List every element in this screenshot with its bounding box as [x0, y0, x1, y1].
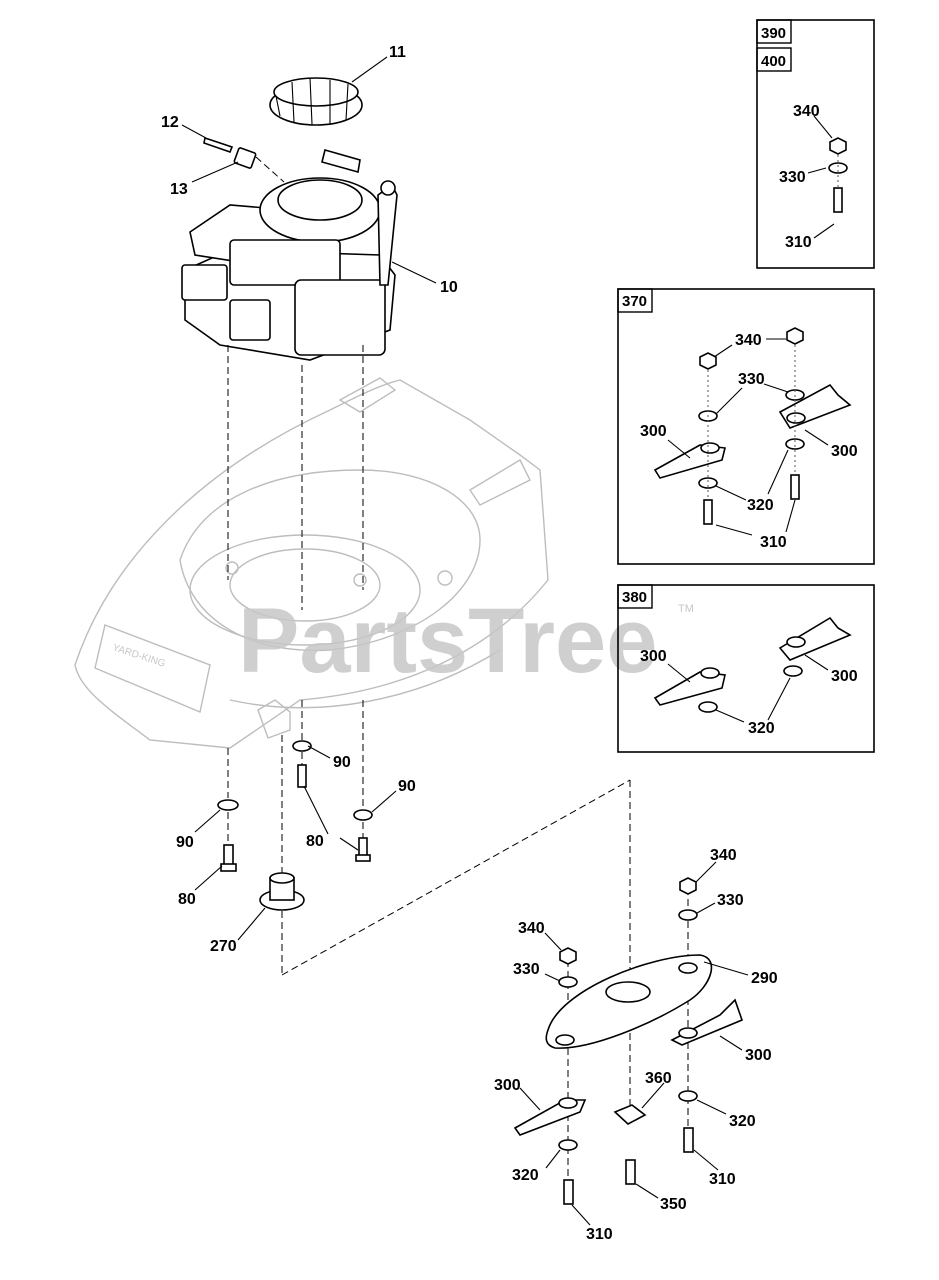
callout-320-inset2: 320 [747, 497, 774, 514]
bolt-350-main [625, 1159, 636, 1185]
washer-320-main-a [558, 1139, 578, 1151]
callout-320-a: 320 [512, 1167, 539, 1184]
callout-360: 360 [645, 1070, 672, 1087]
callout-340-b: 340 [710, 847, 737, 864]
callout-320-b: 320 [729, 1113, 756, 1130]
blade-adapter-290 [545, 954, 713, 1049]
bushing-270 [259, 872, 305, 911]
washer-90-b [292, 740, 312, 752]
watermark: PartsTree TM [238, 590, 694, 692]
callout-80-a: 80 [178, 891, 196, 908]
bolt-310-main-a [563, 1179, 574, 1205]
callout-300-b: 300 [745, 1047, 772, 1064]
callout-340-a: 340 [518, 920, 545, 937]
callout-12: 12 [161, 114, 179, 131]
washer-90-a [217, 799, 239, 811]
watermark-text: PartsTree [238, 590, 657, 692]
callouts-main: 11 12 13 10 90 90 90 80 80 270 340 330 3… [161, 44, 778, 1243]
washer-330-main-b [678, 909, 698, 921]
callout-300-a: 300 [494, 1077, 521, 1094]
callout-90-c: 90 [398, 778, 416, 795]
callout-11: 11 [389, 44, 406, 61]
inset-370: 370 340 330 300 300 320 310 [617, 288, 875, 565]
watermark-tm: TM [678, 603, 694, 615]
bolt-80-b [297, 764, 307, 788]
callout-330-b: 330 [717, 892, 744, 909]
inset-label-400: 400 [761, 53, 786, 70]
nut-340-main-b [679, 877, 697, 895]
callout-330-inset1: 330 [779, 169, 806, 186]
mower-deck: YARD-KING [74, 377, 549, 749]
engine [181, 149, 398, 361]
bolt-310-main-b [683, 1127, 694, 1153]
callout-300a-inset2: 300 [640, 423, 667, 440]
callout-330-inset2: 330 [738, 371, 765, 388]
callout-10: 10 [440, 279, 458, 296]
callout-310-inset1: 310 [785, 234, 812, 251]
bolt-12 [203, 136, 234, 154]
svg-text:YARD-KING: YARD-KING [111, 642, 167, 669]
plate-360 [613, 1104, 647, 1125]
callout-300a-inset3: 300 [640, 648, 667, 665]
callout-300b-inset3: 300 [831, 668, 858, 685]
nut-340-inset1 [829, 137, 847, 155]
inset-label-390: 390 [761, 25, 786, 42]
bolt-310-inset1 [833, 187, 843, 213]
washer-330-inset1 [828, 162, 848, 174]
callout-310-b: 310 [709, 1171, 736, 1188]
clip-13 [233, 147, 257, 169]
washer-330-main-a [558, 976, 578, 988]
callout-90-a: 90 [176, 834, 194, 851]
bolt-80-a [220, 844, 237, 872]
nut-340-main-a [559, 947, 577, 965]
callout-90-b: 90 [333, 754, 351, 771]
callout-340-inset1: 340 [793, 103, 820, 120]
inset-label-370: 370 [622, 293, 647, 310]
callout-290: 290 [751, 970, 778, 987]
callout-330-a: 330 [513, 961, 540, 978]
callout-320-inset3: 320 [748, 720, 775, 737]
callout-13: 13 [170, 181, 188, 198]
callout-300b-inset2: 300 [831, 443, 858, 460]
blade-300-main-b [670, 998, 744, 1046]
bolt-80-c [355, 837, 371, 862]
inset-label-380: 380 [622, 589, 647, 606]
callout-270: 270 [210, 938, 237, 955]
leader-lines [181, 56, 749, 1226]
engine-cover-ring [269, 77, 363, 126]
washer-320-main-b [678, 1090, 698, 1102]
inset-380: 380 300 300 320 [617, 584, 875, 753]
callout-310-a: 310 [586, 1226, 613, 1243]
callout-80-b: 80 [306, 833, 324, 850]
blade-300-main-a [513, 1097, 587, 1136]
callout-340-inset2: 340 [735, 332, 762, 349]
inset-390-400: 390 400 340 330 310 [756, 19, 875, 269]
callout-310-inset2: 310 [760, 534, 787, 551]
callout-350: 350 [660, 1196, 687, 1213]
washer-90-c [353, 809, 373, 821]
